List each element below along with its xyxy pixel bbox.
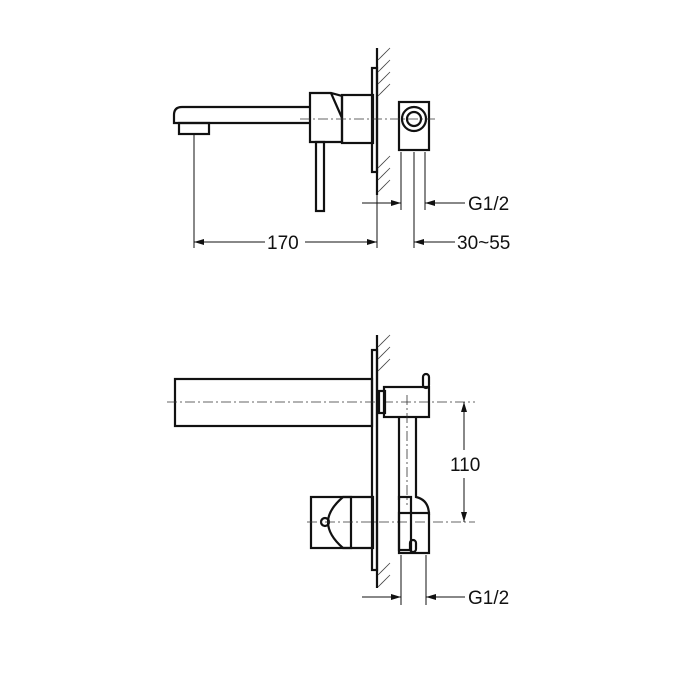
- cover-plate: [370, 348, 379, 572]
- dim-110-label: 110: [450, 455, 480, 476]
- g12-label-bottom: G1/2: [468, 588, 509, 609]
- hatch-line: [377, 83, 391, 97]
- valve-box: [397, 511, 431, 555]
- hatch-line: [377, 47, 391, 61]
- top-hook: [421, 372, 431, 390]
- spout: [173, 377, 374, 428]
- hatch-line: [377, 574, 391, 588]
- spout-connector: [377, 389, 387, 415]
- riser-pipe: [397, 417, 431, 516]
- hatch-line: [377, 59, 391, 73]
- hatch-line: [377, 179, 391, 193]
- dim-30-55-label: 30~55: [457, 233, 510, 254]
- hatch-line: [377, 358, 391, 372]
- spout: [172, 105, 310, 125]
- g12-label-top: G1/2: [468, 194, 509, 215]
- dim-170-label: 170: [267, 233, 299, 254]
- valve-pin: [408, 538, 418, 554]
- wall-hatching: [377, 47, 391, 193]
- lever-handle: [314, 140, 326, 213]
- hatch-line: [377, 562, 391, 576]
- mixer-body: [308, 91, 344, 144]
- front-view-drawing: 110 G1/2: [167, 334, 509, 609]
- side-view-drawing: 170 30~55 G1/2: [172, 47, 510, 254]
- hatch-line: [377, 167, 391, 181]
- handle-body: [309, 495, 353, 550]
- hatch-line: [377, 155, 391, 169]
- spout-aerator: [177, 121, 211, 136]
- wall-hatching: [377, 334, 391, 588]
- valve-box: [397, 100, 431, 152]
- hatch-line: [377, 71, 391, 85]
- hatch-line: [377, 346, 391, 360]
- hatch-line: [377, 334, 391, 348]
